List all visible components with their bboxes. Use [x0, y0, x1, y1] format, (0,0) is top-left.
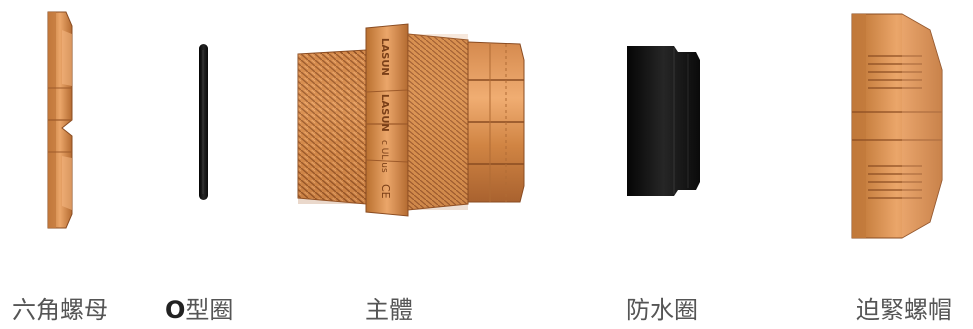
o-ring-part [199, 44, 208, 200]
body-marking-ul: c UL us [379, 140, 389, 173]
o-ring-label-prefix: O [165, 296, 186, 324]
body-marking-ce: CE [379, 184, 392, 199]
hex-nut-part [47, 11, 73, 229]
body-label: 主體 [365, 296, 413, 324]
exploded-parts-diagram: LASUN LASUN c UL us CE [47, 11, 943, 239]
seal-label: 防水圈 [626, 296, 698, 324]
body-marking-brand-top: LASUN [379, 38, 390, 76]
body-part: LASUN LASUN c UL us CE [297, 23, 525, 217]
seal-part [627, 46, 700, 196]
o-ring-label: O型圈 [165, 296, 233, 324]
body-marking-brand: LASUN [379, 94, 390, 132]
o-ring-label-rest: 型圈 [185, 296, 234, 324]
hex-nut-label: 六角螺母 [12, 296, 108, 324]
cap-nut-part [851, 13, 943, 239]
cap-nut-label: 迫緊螺帽 [856, 296, 952, 324]
